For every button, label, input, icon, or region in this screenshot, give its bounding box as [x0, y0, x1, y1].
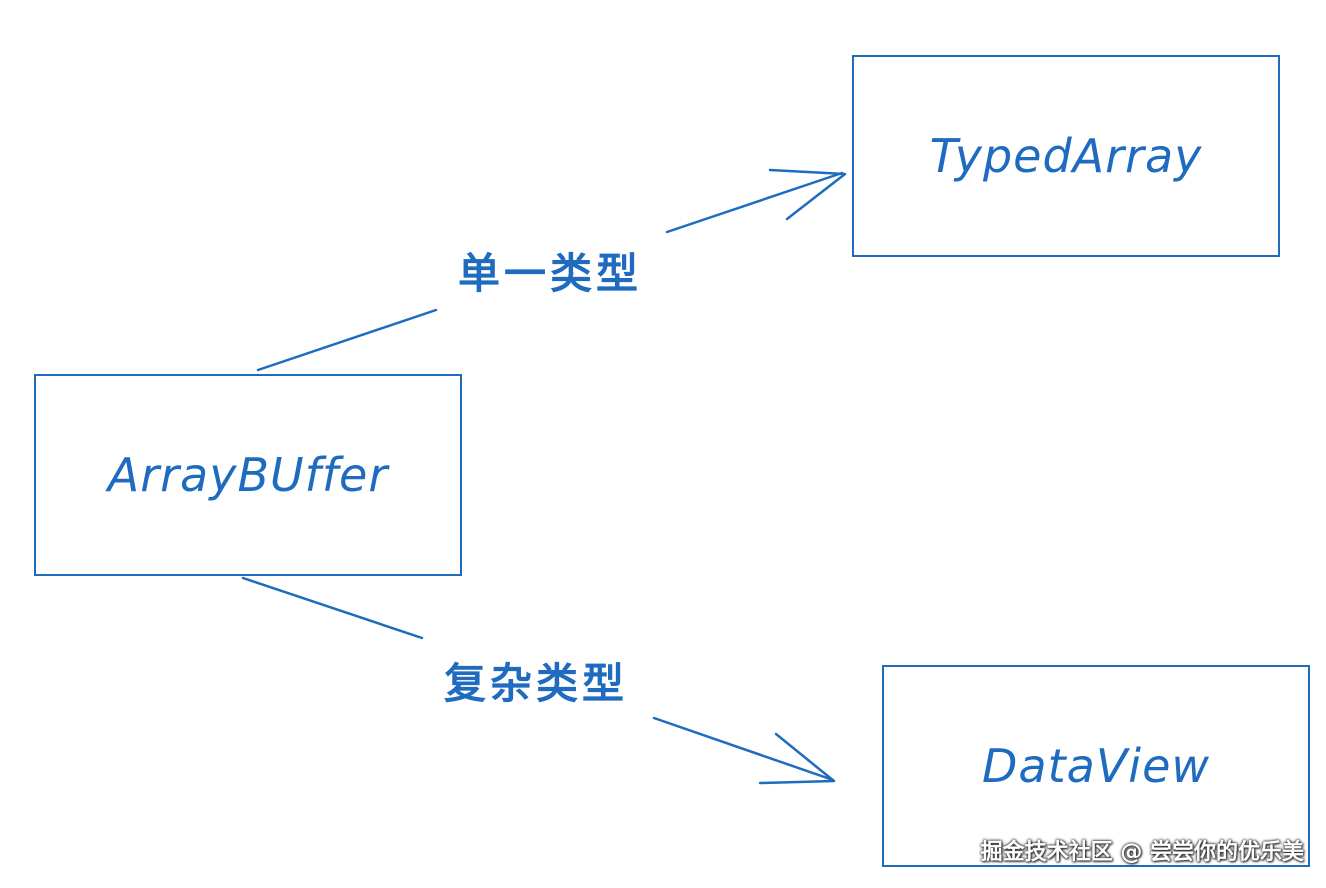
edge-arraybuffer-typedarray-line-upper [665, 171, 844, 234]
edge-arraybuffer-dataview-arrowhead [758, 732, 836, 785]
node-dataview-label: DataView [981, 739, 1210, 793]
node-arraybuffer-label: ArrayBUffer [107, 448, 389, 502]
node-arraybuffer: ArrayBUffer [34, 374, 462, 576]
edge-arraybuffer-typedarray-arrowhead [768, 168, 847, 221]
edge-arraybuffer-typedarray-line-lower [256, 308, 438, 372]
node-dataview: DataView [882, 665, 1310, 867]
edge-arraybuffer-dataview-line-upper [241, 576, 424, 640]
watermark: 掘金技术社区 @ 尝尝你的优乐美 [980, 840, 1304, 865]
node-typedarray-label: TypedArray [929, 129, 1203, 183]
node-typedarray: TypedArray [852, 55, 1280, 257]
edge-arraybuffer-dataview-line-lower [652, 716, 835, 782]
edge-label-single-type: 单一类型 [458, 249, 643, 298]
edge-label-complex-type: 复杂类型 [444, 659, 629, 708]
